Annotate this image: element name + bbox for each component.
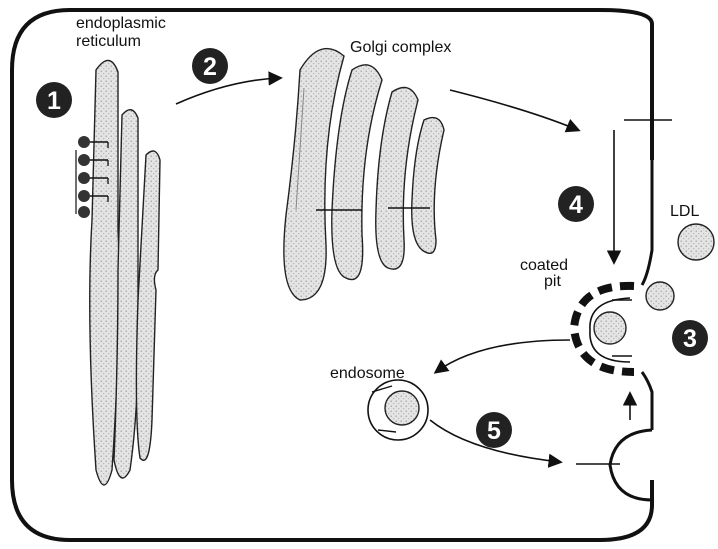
golgi-complex <box>284 49 444 300</box>
step-badge-1: 1 <box>36 82 72 118</box>
svg-text:5: 5 <box>487 417 501 445</box>
arrow-er-to-golgi <box>176 78 280 104</box>
svg-text:4: 4 <box>569 191 583 219</box>
plasma-membrane-right-upper <box>642 160 652 285</box>
svg-text:3: 3 <box>683 325 697 353</box>
endosome-label: endosome <box>330 365 405 382</box>
svg-text:2: 2 <box>203 53 217 81</box>
coated-pit-label-line1: coated <box>520 257 568 274</box>
step-badge-4: 4 <box>558 186 594 222</box>
recycling-invagination <box>610 430 652 500</box>
endoplasmic-reticulum <box>90 60 160 485</box>
endosome <box>368 380 428 440</box>
golgi-label: Golgi complex <box>350 39 451 56</box>
svg-text:1: 1 <box>47 87 61 115</box>
arrow-pit-to-endosome <box>436 340 570 372</box>
arrow-golgi-to-membrane <box>450 90 578 130</box>
coated-pit-label-line2: pit <box>544 273 561 290</box>
step-badge-5: 5 <box>476 412 512 448</box>
er-label-line1: endoplasmic <box>76 15 166 32</box>
er-label-line2: reticulum <box>76 33 141 50</box>
ldl-label: LDL <box>670 203 699 220</box>
ldl-particles <box>646 224 714 310</box>
coated-pit <box>574 286 634 372</box>
step-badge-2: 2 <box>192 48 228 84</box>
step-badge-3: 3 <box>672 320 708 356</box>
plasma-membrane-right-lower <box>642 372 652 430</box>
